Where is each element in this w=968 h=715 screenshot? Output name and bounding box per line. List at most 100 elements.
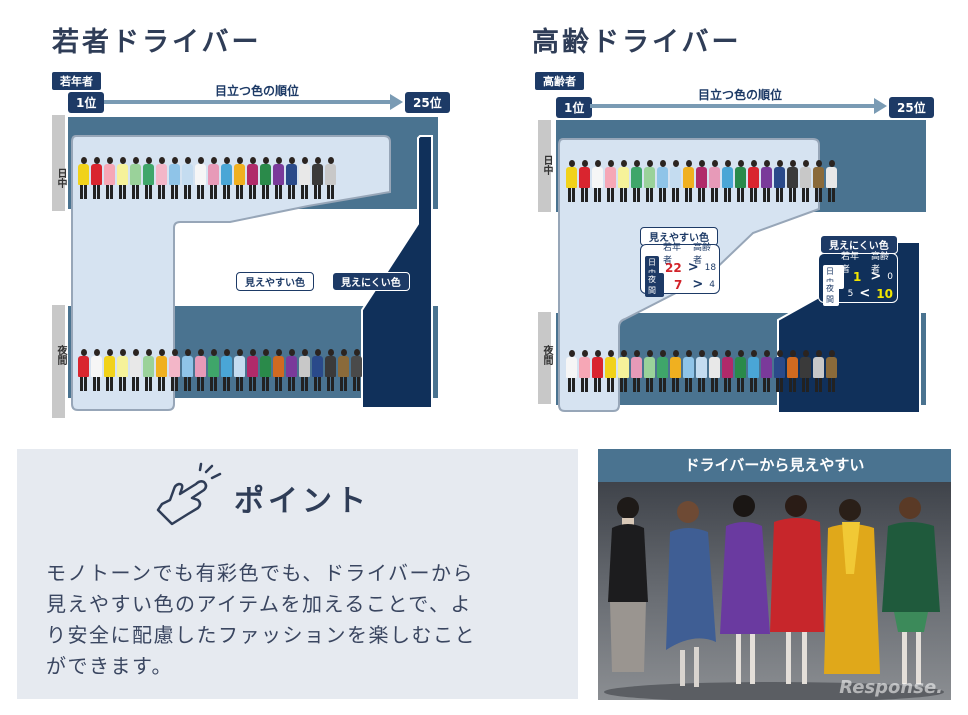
person-figure [208, 349, 219, 391]
mannequin-purple-outfit [720, 495, 770, 684]
visible-day-elderly: 18 [704, 262, 717, 273]
visible-night-op: > [692, 277, 704, 292]
person-figure [182, 349, 193, 391]
visible-col-young: 若年者 [663, 243, 682, 266]
elderly-tag: 高齢者 [535, 72, 584, 90]
invisible-day-op: > [870, 269, 882, 284]
person-figure [273, 157, 284, 199]
person-figure [787, 350, 798, 392]
person-figure [631, 160, 642, 202]
mannequin-red-outfit [770, 495, 824, 684]
point-body-line-4: ができます。 [46, 654, 173, 678]
person-figure [195, 349, 206, 391]
young-night-figures [78, 349, 362, 391]
elderly-rank-start: 1位 [556, 97, 593, 118]
person-figure [761, 350, 772, 392]
person-figure [130, 349, 141, 391]
person-figure [670, 160, 681, 202]
person-figure [579, 160, 590, 202]
person-figure [299, 157, 310, 199]
person-figure [78, 349, 89, 391]
person-figure [774, 160, 785, 202]
person-figure [826, 350, 837, 392]
mannequin-photo: Response. [598, 482, 951, 700]
elderly-rank-end: 25位 [889, 97, 934, 118]
person-figure [735, 160, 746, 202]
watermark: Response. [839, 677, 943, 698]
young-night-label: 夜間 [55, 345, 66, 365]
invisible-day-young: 1 [853, 269, 862, 284]
person-figure [644, 350, 655, 392]
person-figure [195, 157, 206, 199]
elderly-axis-label: 目立つ色の順位 [698, 88, 783, 102]
elderly-night-label: 夜間 [541, 345, 552, 365]
elderly-day-label: 日中 [541, 155, 552, 175]
person-figure [605, 160, 616, 202]
hand-tap-icon [156, 462, 222, 526]
point-body-line-1: モノトーンでも有彩色でも、ドライバーから [46, 561, 474, 585]
elderly-day-strip [538, 120, 551, 212]
person-figure [117, 349, 128, 391]
person-figure [631, 350, 642, 392]
person-figure [618, 350, 629, 392]
person-figure [657, 350, 668, 392]
person-figure [325, 157, 336, 199]
person-figure [156, 349, 167, 391]
mannequin-illustration [604, 495, 944, 700]
person-figure [117, 157, 128, 199]
person-figure [221, 157, 232, 199]
person-figure [748, 350, 759, 392]
person-figure [748, 160, 759, 202]
person-figure [566, 350, 577, 392]
person-figure [774, 350, 785, 392]
person-figure [260, 157, 271, 199]
person-figure [104, 157, 115, 199]
person-figure [182, 157, 193, 199]
person-figure [91, 157, 102, 199]
elderly-visible-compare-table: 若年者 高齢者 日中 22 > 18 夜間 7 > 4 [640, 243, 720, 297]
young-day-label: 日中 [55, 168, 66, 188]
person-figure [312, 157, 323, 199]
person-figure [579, 350, 590, 392]
point-panel [17, 449, 578, 699]
person-figure [592, 350, 603, 392]
young-invisible-callout: 見えにくい色 [332, 272, 410, 291]
person-figure [709, 160, 720, 202]
elderly-title: 高齢ドライバー [532, 27, 742, 58]
person-figure [618, 160, 629, 202]
visible-night-young: 7 [674, 277, 683, 292]
person-figure [325, 349, 336, 391]
elderly-night-figures [566, 350, 837, 392]
young-day-strip [52, 115, 65, 211]
person-figure [234, 157, 245, 199]
invisible-col-young: 若年者 [841, 252, 860, 275]
person-figure [722, 160, 733, 202]
person-figure [286, 349, 297, 391]
person-figure [696, 160, 707, 202]
elderly-night-strip [538, 312, 551, 404]
person-figure [683, 350, 694, 392]
person-figure [800, 350, 811, 392]
mannequin-green-outfit [882, 497, 940, 684]
young-title: 若者ドライバー [52, 27, 262, 58]
invisible-col-elderly: 高齢者 [871, 252, 890, 275]
person-figure [169, 157, 180, 199]
young-axis-label: 目立つ色の順位 [215, 84, 300, 98]
mannequin-yellow-outfit [824, 499, 880, 674]
person-figure [644, 160, 655, 202]
person-figure [260, 349, 271, 391]
point-body: モノトーンでも有彩色でも、ドライバーから 見えやすい色のアイテムを加えることで、… [46, 558, 566, 682]
point-title: ポイント [234, 484, 370, 519]
mannequin-blue-outfit [666, 501, 716, 687]
person-figure [566, 160, 577, 202]
person-figure [78, 157, 89, 199]
person-figure [247, 349, 258, 391]
young-day-figures [78, 157, 336, 199]
point-body-line-2: 見えやすい色のアイテムを加えることで、よ [46, 592, 472, 616]
invisible-day-elderly: 0 [887, 271, 893, 282]
person-figure [104, 349, 115, 391]
young-rank-arrow [104, 94, 403, 110]
person-figure [299, 349, 310, 391]
person-figure [351, 349, 362, 391]
person-figure [273, 349, 284, 391]
